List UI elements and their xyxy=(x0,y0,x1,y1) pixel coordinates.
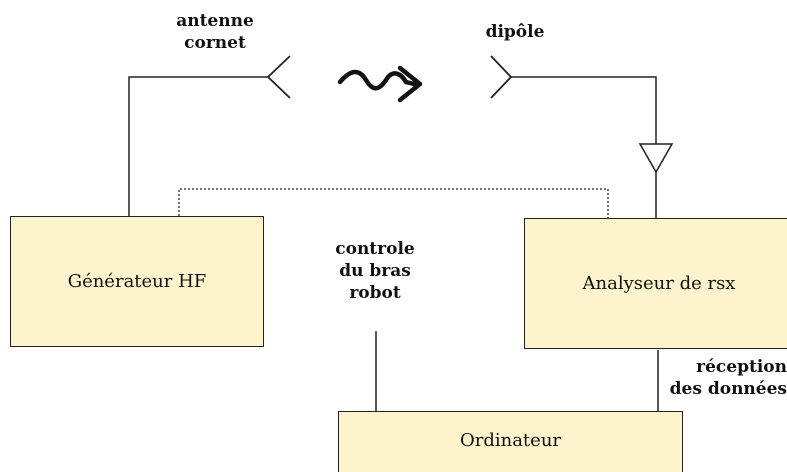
computer-label: Ordinateur xyxy=(459,430,562,451)
generator-label: Générateur HF xyxy=(67,271,207,292)
dipole-antenna-icon xyxy=(490,55,513,99)
robot-arm-control-label: controle du bras robot xyxy=(335,239,415,303)
analyzer-box: Analyseur de rsx xyxy=(524,218,787,349)
reference-dotted-link xyxy=(178,188,609,218)
data-reception-label: réception des données xyxy=(669,357,787,399)
amplifier-triangle-icon xyxy=(638,143,674,174)
computer-box: Ordinateur xyxy=(338,411,683,472)
horn-antenna-label: antenne cornet xyxy=(176,11,254,53)
wave-arrow-icon xyxy=(337,65,423,103)
dipole-label: dipôle xyxy=(485,22,545,42)
generator-box: Générateur HF xyxy=(10,216,264,347)
dipole-analyzer-wire xyxy=(511,76,657,144)
analyzer-label: Analyseur de rsx xyxy=(582,273,736,294)
generator-antenna-wire xyxy=(128,76,268,216)
horn-antenna-icon xyxy=(266,55,291,99)
